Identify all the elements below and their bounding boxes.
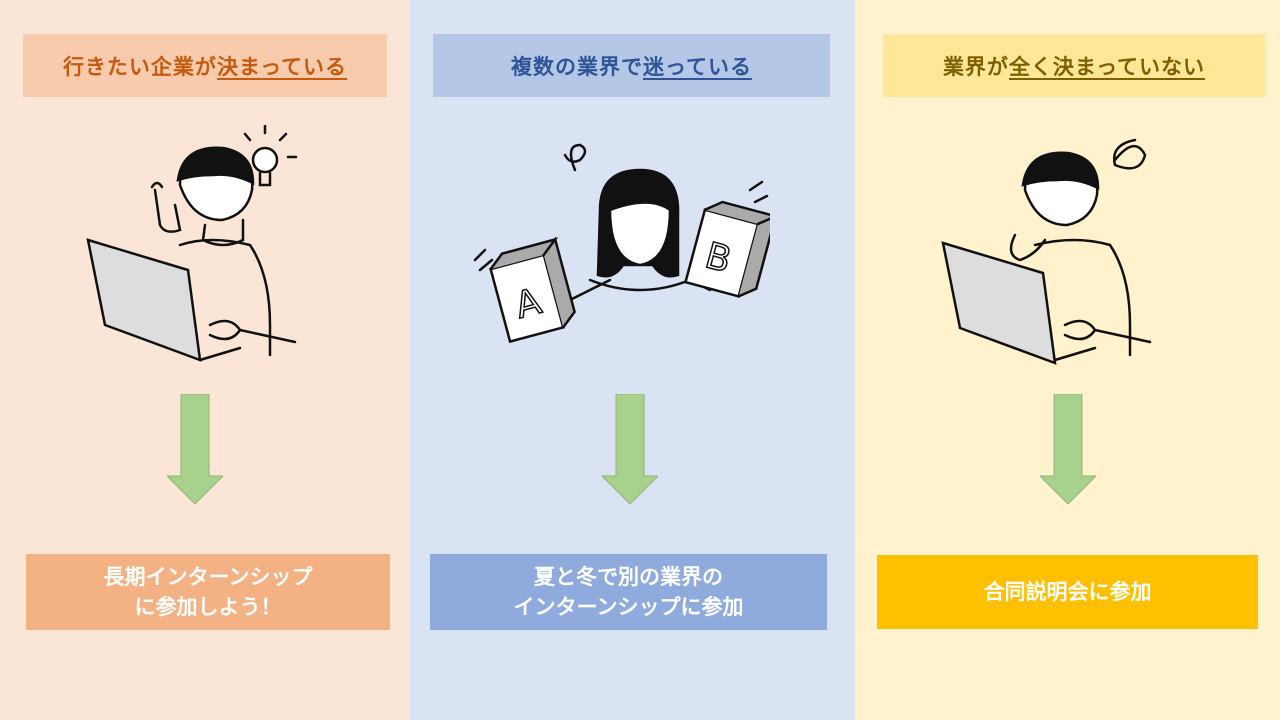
header-underlined-text: 迷っている [643, 54, 752, 79]
header-undecided-industries: 複数の業界で迷っている [433, 34, 830, 97]
down-arrow [167, 394, 223, 504]
header-text: 行きたい企業が [62, 54, 217, 79]
result-different-industry-internships: 夏と冬で別の業界の インターンシップに参加 [430, 554, 827, 630]
header-underlined-text: 全く決まっていない [1008, 54, 1206, 79]
header-underlined-text: 決まっている [216, 54, 348, 79]
down-arrow [602, 394, 658, 504]
person-laptop-idea-icon [86, 125, 298, 362]
person-laptop-confused-icon [941, 138, 1152, 365]
header-text: 業界が [942, 54, 1009, 79]
header-text: 複数の業界で [511, 54, 644, 79]
result-long-term-internship: 長期インターンシップ に参加しよう！ [26, 554, 390, 630]
header-decided-company: 行きたい企業が決まっている [23, 34, 387, 97]
person-choosing-a-b-icon: A B [473, 143, 770, 344]
result-joint-info-session: 合同説明会に参加 [877, 555, 1258, 629]
header-no-industry: 業界が全く決まっていない [883, 34, 1265, 97]
down-arrow [1040, 394, 1096, 504]
